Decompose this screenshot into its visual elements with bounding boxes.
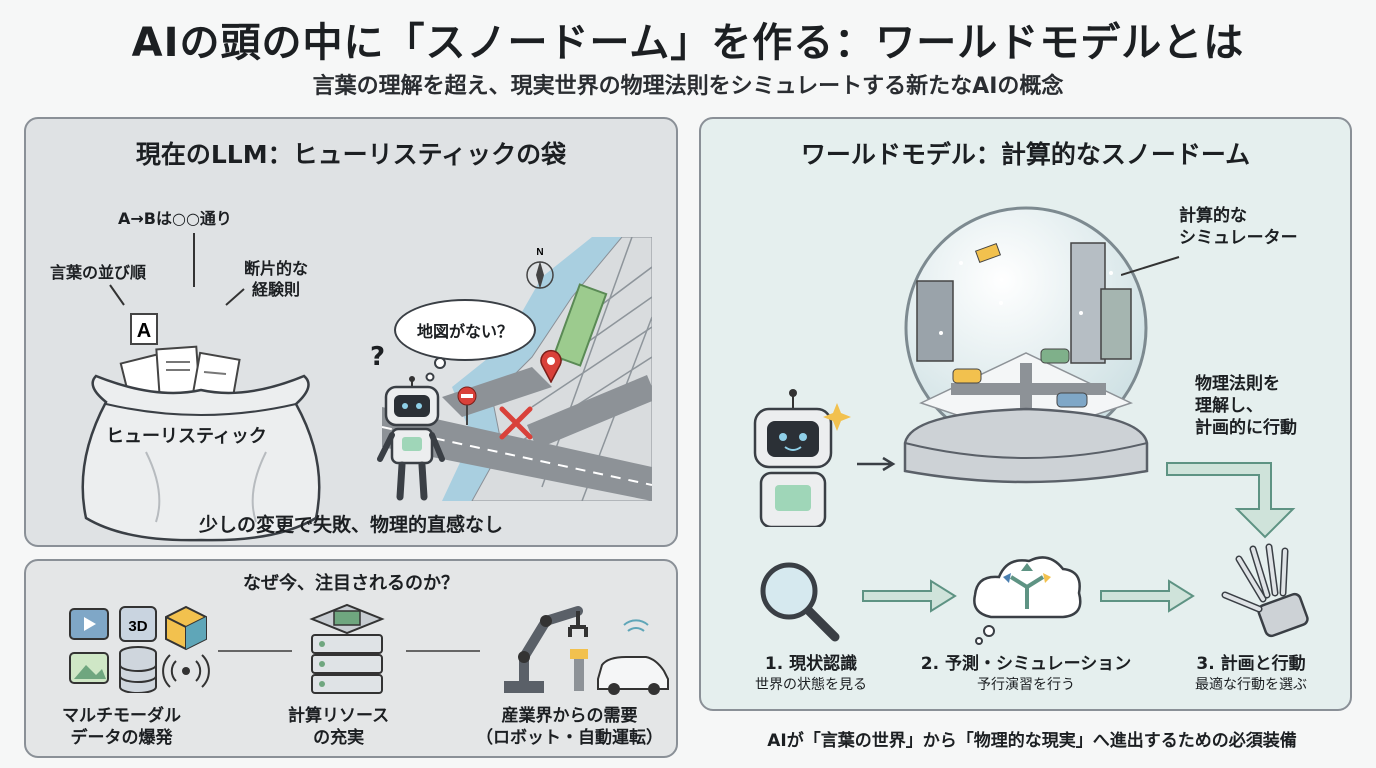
map-pin-icon	[540, 349, 562, 383]
item2-label: 計算リソース の充実	[288, 705, 389, 749]
subtitle: 言葉の理解を超え、現実世界の物理法則をシミュレートする新たなAIの概念	[312, 74, 1064, 99]
step2: 2. 予測・シミュレーション 予行演習を行う	[901, 653, 1151, 695]
question-mark-icon: ?	[370, 342, 386, 372]
step1-desc: 世界の状態を見る	[755, 676, 867, 693]
simulator-label: 計算的な シミュレーター	[1179, 205, 1298, 249]
item3-label: 産業界からの需要 （ロボット・自動運転）	[476, 705, 663, 749]
robot-hand-icon	[1221, 543, 1309, 638]
confused-robot-icon	[377, 376, 445, 501]
multimodal-icons: 3D	[69, 605, 210, 693]
label-word-order: 言葉の並び順	[50, 263, 147, 282]
llm-panel: 現在のLLM：ヒューリスティックの袋 A→Bは○○通り 言葉の並び順 断片的な …	[24, 117, 678, 547]
magnifier-icon	[760, 562, 840, 642]
snow-globe-icon	[903, 206, 1149, 484]
llm-panel-title: 現在のLLM：ヒューリスティックの袋	[135, 140, 567, 169]
robot-arm-car-icon	[504, 606, 669, 695]
arrow-step2-to-3-icon	[1100, 579, 1195, 613]
wm-panel-title: ワールドモデル：計算的なスノードーム	[800, 140, 1251, 169]
world-model-panel: ワールドモデル：計算的なスノードーム 計算的な シミュレーター 物理法則を 理解…	[699, 117, 1352, 711]
image-icon	[69, 652, 109, 684]
why-panel: なぜ今、注目されるのか？ 3D マルチモーダル データの爆発 計算リソース の充…	[24, 559, 678, 758]
arrow-step1-to-2-icon	[862, 579, 957, 613]
label-fragment: 断片的な 経験則	[244, 259, 308, 301]
connector-line-1	[218, 650, 292, 652]
simulator-line2: シミュレーター	[1179, 228, 1298, 249]
item1-label: マルチモーダル データの爆発	[62, 705, 181, 749]
connector-line-2	[406, 650, 480, 652]
footer-caption: AIが「言葉の世界」から「物理的な現実」へ進出するための必須装備	[767, 731, 1297, 751]
item2-line2: の充実	[313, 728, 365, 749]
physics-label: 物理法則を 理解し、 計画的に行動	[1195, 373, 1297, 439]
llm-caption: 少しの変更で失敗、物理的直感なし	[198, 514, 503, 536]
item1-line1: マルチモーダル	[62, 706, 181, 726]
prediction-cloud-icon	[973, 556, 1082, 645]
physics-line2: 理解し、	[1195, 396, 1263, 417]
step1: 1. 現状認識 世界の状態を見る	[711, 653, 911, 695]
robot-thought-bubble: 地図がない？	[394, 299, 536, 361]
why-panel-title: なぜ今、注目されるのか？	[243, 573, 459, 594]
item2-line1: 計算リソース	[288, 706, 390, 726]
card-letter: A	[137, 320, 151, 342]
bag-label: ヒューリスティック	[106, 426, 267, 447]
simulator-pointer-line	[1121, 256, 1180, 276]
label-fragment-line2: 経験則	[252, 279, 301, 299]
three-d-icon: 3D	[119, 606, 157, 642]
step3-title: 3. 計画と行動	[1196, 654, 1306, 674]
item1-line2: データの爆発	[70, 728, 173, 749]
server-chip-icon	[309, 603, 385, 694]
video-icon	[69, 608, 109, 640]
step1-title: 1. 現状認識	[764, 654, 858, 674]
happy-robot-icon	[753, 389, 851, 527]
cube-icon	[165, 605, 207, 651]
main-title: AIの頭の中に「スノードーム」を作る：ワールドモデルとは	[131, 20, 1245, 66]
wireless-signal-icon	[162, 654, 210, 688]
arrow-to-globe-icon	[857, 456, 896, 472]
item3-line2: （ロボット・自動運転）	[476, 728, 663, 749]
compass-n: N	[536, 247, 543, 258]
item3-line1: 産業界からの需要	[501, 706, 638, 726]
letter-card-icon: A	[130, 313, 158, 345]
physics-line3: 計画的に行動	[1195, 418, 1297, 439]
compass-icon: N	[526, 247, 554, 289]
robot-question-text: 地図がない？	[416, 322, 513, 341]
heuristic-bag-icon	[81, 345, 321, 542]
step3: 3. 計画と行動 最適な行動を選ぶ	[1161, 653, 1341, 695]
no-entry-sign-icon	[457, 386, 477, 425]
label-fragment-line1: 断片的な	[244, 259, 309, 278]
thought-dots-icon	[425, 357, 446, 382]
step2-desc: 予行演習を行う	[977, 676, 1075, 693]
pointer-lines	[109, 233, 245, 306]
error-x-icon	[499, 406, 533, 440]
physics-line1: 物理法則を	[1195, 374, 1280, 394]
label-rule: A→Bは○○通り	[118, 209, 232, 228]
simulator-line1: 計算的な	[1179, 206, 1247, 226]
step3-desc: 最適な行動を選ぶ	[1195, 676, 1307, 693]
three-d-text: 3D	[128, 618, 147, 635]
database-icon	[119, 646, 157, 693]
bent-arrow-icon	[1166, 462, 1296, 539]
step2-title: 2. 予測・シミュレーション	[920, 654, 1132, 674]
